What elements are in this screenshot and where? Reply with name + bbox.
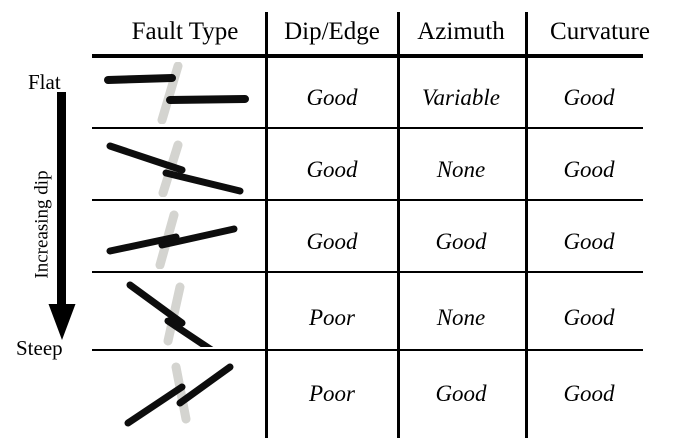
cell-azimuth-row-4: None [436, 305, 486, 330]
table-rule-header [92, 54, 643, 58]
fault-sketch-steep-dip-down [126, 281, 214, 347]
cell-dip-edge-row-3: Good [306, 229, 358, 254]
column-divider-3 [525, 12, 528, 438]
cell-dip-edge-row-2: Good [306, 157, 358, 182]
fault-sketch-flat [104, 62, 249, 124]
cell-dip-edge-row-5: Poor [309, 381, 355, 406]
fault-sketch-moderate-dip [106, 210, 238, 269]
cell-azimuth-row-1: Variable [422, 85, 500, 110]
cell-curvature-row-4: Good [563, 305, 615, 330]
fault-sketch-shallow-dip [106, 140, 244, 197]
axis-label-steep: Steep [16, 336, 63, 360]
cell-curvature-row-1: Good [563, 85, 615, 110]
down-arrow-icon [48, 92, 76, 340]
cell-azimuth-row-3: Good [435, 229, 487, 254]
table-rule-row3 [92, 271, 643, 273]
table-rule-row1 [92, 127, 643, 129]
column-header-curvature: Curvature [550, 18, 650, 45]
column-header-azimuth: Azimuth [417, 18, 505, 45]
cell-dip-edge-row-4: Poor [309, 305, 355, 330]
fault-sketch-steep-dip-up [124, 362, 234, 427]
column-divider-2 [397, 12, 400, 438]
cell-azimuth-row-2: None [436, 157, 486, 182]
table-rule-row4 [92, 349, 643, 351]
cell-curvature-row-2: Good [563, 157, 615, 182]
column-header-fault-type: Fault Type [131, 18, 239, 45]
cell-dip-edge-row-1: Good [306, 85, 358, 110]
cell-azimuth-row-5: Good [435, 381, 487, 406]
column-header-dip-edge: Dip/Edge [284, 18, 380, 45]
table-rule-row2 [92, 199, 643, 201]
column-divider-1 [265, 12, 268, 438]
cell-curvature-row-3: Good [563, 229, 615, 254]
cell-curvature-row-5: Good [563, 381, 615, 406]
axis-label-flat: Flat [28, 70, 61, 94]
